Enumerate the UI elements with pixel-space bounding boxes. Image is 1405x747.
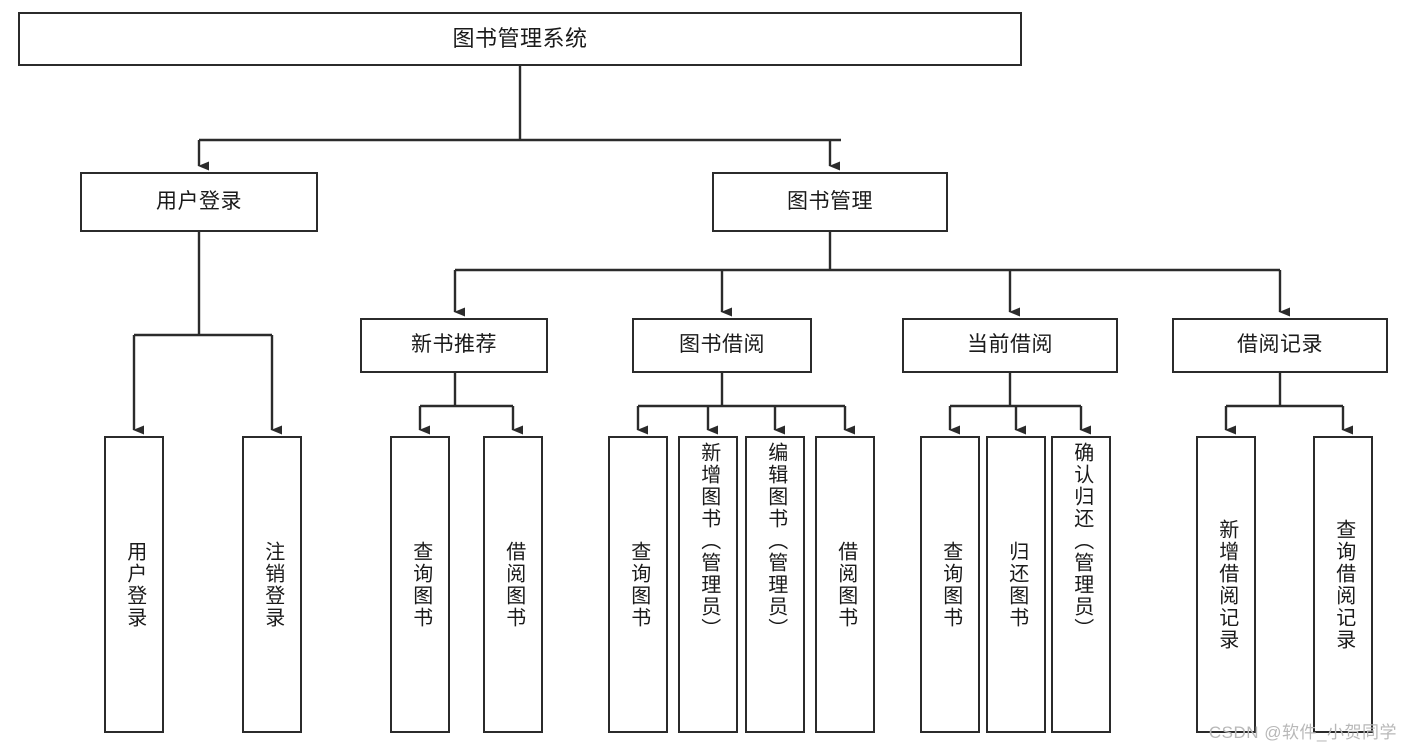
node-leaf-add-record[interactable]: 新增借阅记录 — [1196, 436, 1256, 733]
node-leaf-query-book-current-label: 查询图书 — [939, 540, 962, 629]
node-leaf-edit-book-label: 编辑图书（管理员） — [764, 442, 787, 640]
node-leaf-return-book-label: 归还图书 — [1005, 540, 1028, 629]
node-leaf-query-record[interactable]: 查询借阅记录 — [1313, 436, 1373, 733]
node-book-borrow[interactable]: 图书借阅 — [632, 318, 812, 373]
node-book-borrow-label: 图书借阅 — [679, 333, 765, 357]
node-borrow-record-label: 借阅记录 — [1237, 333, 1323, 357]
node-borrow-record[interactable]: 借阅记录 — [1172, 318, 1388, 373]
node-leaf-query-book-borrow[interactable]: 查询图书 — [608, 436, 668, 733]
node-root-label: 图书管理系统 — [452, 26, 588, 52]
node-book-manage-label: 图书管理 — [787, 189, 873, 213]
node-root[interactable]: 图书管理系统 — [18, 12, 1022, 66]
node-new-book-recommend[interactable]: 新书推荐 — [360, 318, 548, 373]
node-leaf-borrow-book[interactable]: 借阅图书 — [815, 436, 875, 733]
node-leaf-logout-label: 注销登录 — [261, 540, 284, 629]
node-leaf-borrow-book-rec-label: 借阅图书 — [502, 540, 525, 629]
node-book-manage[interactable]: 图书管理 — [712, 172, 948, 232]
node-leaf-add-book[interactable]: 新增图书（管理员） — [678, 436, 738, 733]
node-leaf-borrow-book-rec[interactable]: 借阅图书 — [483, 436, 543, 733]
node-leaf-return-book[interactable]: 归还图书 — [986, 436, 1046, 733]
node-user-login[interactable]: 用户登录 — [80, 172, 318, 232]
node-leaf-query-record-label: 查询借阅记录 — [1332, 518, 1355, 651]
node-new-book-recommend-label: 新书推荐 — [411, 333, 497, 357]
node-leaf-edit-book[interactable]: 编辑图书（管理员） — [745, 436, 805, 733]
node-current-borrow[interactable]: 当前借阅 — [902, 318, 1118, 373]
node-leaf-query-book-rec[interactable]: 查询图书 — [390, 436, 450, 733]
node-leaf-confirm-return[interactable]: 确认归还（管理员） — [1051, 436, 1111, 733]
csdn-watermark: CSDN @软件_小贺同学 — [1208, 723, 1397, 742]
node-leaf-logout[interactable]: 注销登录 — [242, 436, 302, 733]
node-leaf-query-book-rec-label: 查询图书 — [409, 540, 432, 629]
node-leaf-query-book-borrow-label: 查询图书 — [627, 540, 650, 629]
node-leaf-confirm-return-label: 确认归还（管理员） — [1070, 442, 1093, 640]
node-leaf-borrow-book-label: 借阅图书 — [834, 540, 857, 629]
node-leaf-add-book-label: 新增图书（管理员） — [697, 442, 720, 640]
node-current-borrow-label: 当前借阅 — [967, 333, 1053, 357]
node-leaf-query-book-current[interactable]: 查询图书 — [920, 436, 980, 733]
node-leaf-user-login[interactable]: 用户登录 — [104, 436, 164, 733]
node-user-login-label: 用户登录 — [156, 189, 242, 213]
node-leaf-user-login-label: 用户登录 — [123, 540, 146, 629]
node-leaf-add-record-label: 新增借阅记录 — [1215, 518, 1238, 651]
